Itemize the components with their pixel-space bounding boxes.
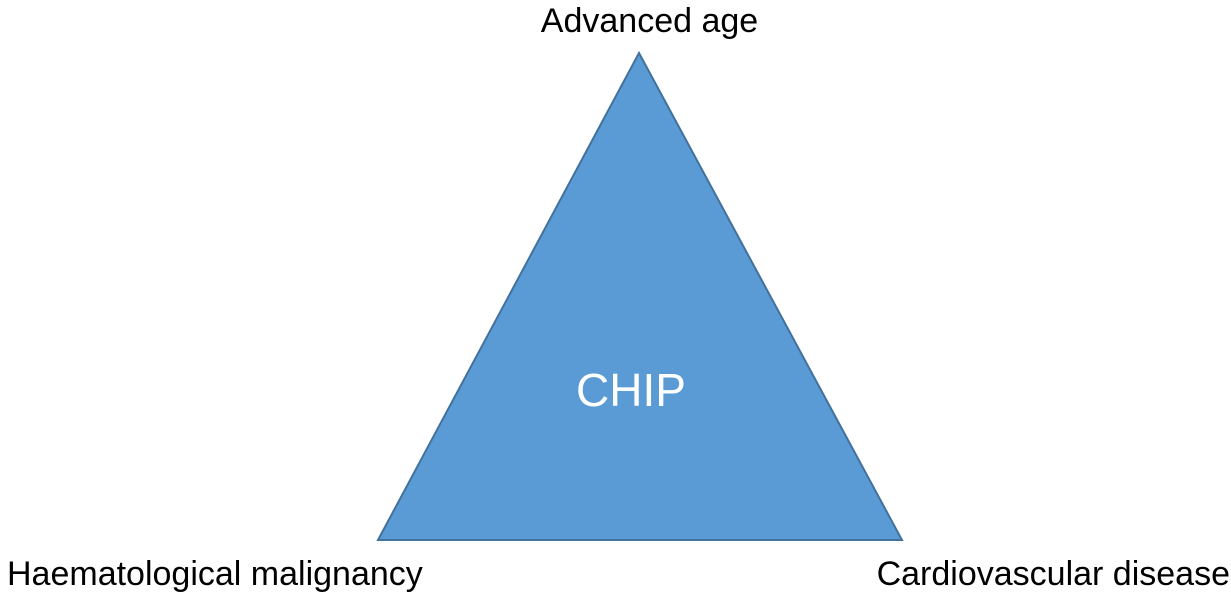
triangle-center-label: CHIP (576, 364, 686, 416)
triangle-polygon (376, 50, 904, 541)
vertex-label-top: Advanced age (540, 2, 759, 40)
vertex-label-bottom-right: Cardiovascular disease (876, 555, 1230, 593)
vertex-label-bottom-left: Haematological malignancy (7, 555, 423, 593)
